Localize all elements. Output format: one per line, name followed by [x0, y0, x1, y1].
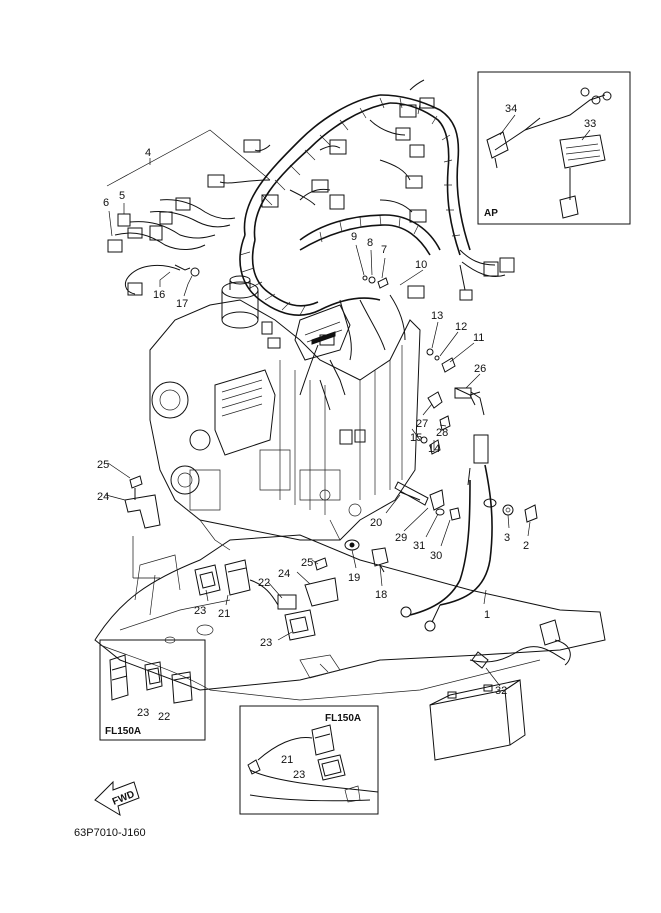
- ap-inset: [478, 72, 630, 224]
- callout-20: 20: [370, 517, 382, 529]
- callout-28: 28: [436, 427, 448, 439]
- callout-25-b: 25: [301, 557, 313, 569]
- callout-27: 27: [416, 418, 428, 430]
- fl150a-inset-bottom: [240, 706, 378, 814]
- battery-assembly: [430, 620, 570, 760]
- callout-9: 9: [351, 231, 357, 243]
- callout-23-inset-left: 23: [137, 707, 149, 719]
- callout-34: 34: [505, 103, 517, 115]
- callout-31: 31: [413, 540, 425, 552]
- callout-13: 13: [431, 310, 443, 322]
- callout-23-inset-bottom: 23: [293, 769, 305, 781]
- callout-2: 2: [523, 540, 529, 552]
- callout-16: 16: [153, 289, 165, 301]
- fwd-arrow: [95, 782, 139, 815]
- callout-11: 11: [473, 332, 484, 344]
- callout-19: 19: [348, 572, 360, 584]
- callout-32: 32: [495, 685, 507, 697]
- callout-21-inset-bottom: 21: [281, 754, 293, 766]
- callout-30: 30: [430, 550, 442, 562]
- callout-23: 23: [194, 605, 206, 617]
- callout-22-inset-left: 22: [158, 711, 170, 723]
- callout-24-b: 24: [278, 568, 290, 580]
- lower-cowling: [95, 535, 605, 700]
- callout-numbers: 1 2 3 4 5 6 7 8 9 10 11 12 13 14 15 16 1…: [97, 103, 596, 781]
- callout-5: 5: [119, 190, 125, 202]
- sensor-leads-left: [108, 198, 235, 295]
- callout-14: 14: [428, 443, 440, 455]
- leader-lines: [106, 115, 590, 686]
- callout-4: 4: [145, 147, 151, 159]
- callout-25: 25: [97, 459, 109, 471]
- callout-23-b: 23: [260, 637, 272, 649]
- callout-1: 1: [484, 609, 490, 621]
- callout-7: 7: [381, 244, 387, 256]
- inset-label-fl150a-left: FL150A: [105, 726, 141, 737]
- drawing-code: 63P7010-J160: [74, 827, 146, 839]
- callout-26: 26: [474, 363, 486, 375]
- callout-6: 6: [103, 197, 109, 209]
- callout-24: 24: [97, 491, 109, 503]
- battery-cables: [401, 435, 537, 631]
- inset-label-fl150a-bottom: FL150A: [325, 713, 361, 724]
- callout-12: 12: [455, 321, 467, 333]
- fl150a-inset-left: [100, 640, 205, 740]
- engine-block: [150, 276, 420, 550]
- wire-harness: [208, 80, 514, 410]
- callout-29: 29: [395, 532, 407, 544]
- callout-3: 3: [504, 532, 510, 544]
- callout-17: 17: [176, 298, 188, 310]
- callout-22: 22: [258, 577, 270, 589]
- callout-10: 10: [415, 259, 427, 271]
- callout-33: 33: [584, 118, 596, 130]
- callout-21: 21: [218, 608, 230, 620]
- inset-label-ap: AP: [484, 208, 498, 219]
- callout-15: 15: [410, 432, 422, 444]
- callout-18: 18: [375, 589, 387, 601]
- right-side-parts: [125, 276, 484, 640]
- callout-8: 8: [367, 237, 373, 249]
